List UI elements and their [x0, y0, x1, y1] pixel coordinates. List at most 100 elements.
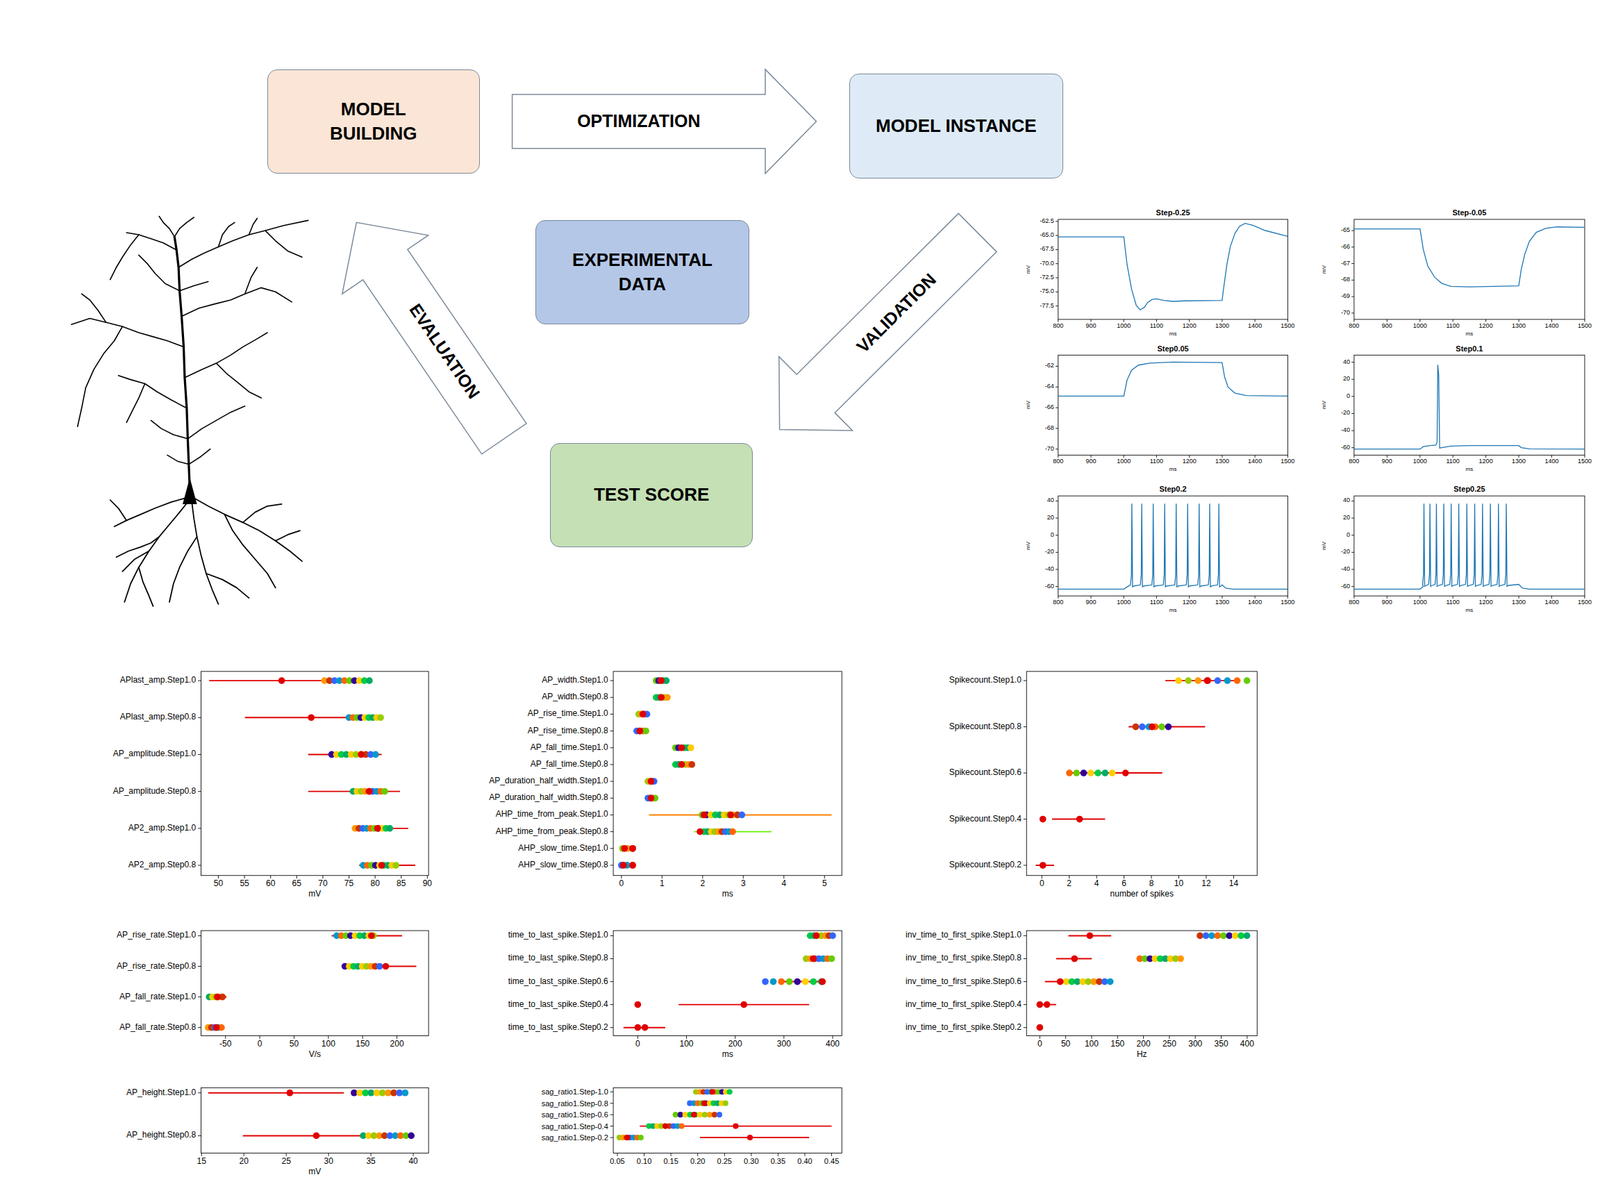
tick-mark [1419, 595, 1421, 599]
tick-mark [370, 1152, 372, 1156]
experiment-dot [818, 978, 826, 986]
experiment-dot [647, 777, 655, 785]
tick-mark [293, 1035, 295, 1039]
axis-label: mV [1321, 265, 1328, 274]
tick-mark [197, 965, 201, 967]
tick-mark [375, 875, 376, 879]
tick-mark [1178, 875, 1180, 879]
model-dot [663, 693, 671, 701]
tick-mark [1351, 413, 1355, 414]
dendrite [126, 383, 145, 423]
tick-mark [783, 1035, 785, 1039]
model-dot [1208, 932, 1216, 940]
tick-mark [1254, 319, 1256, 323]
tick-label: 900 [1085, 599, 1096, 607]
tick-label: -20 [1045, 548, 1055, 556]
voltage-trace [1354, 364, 1585, 449]
tick-label: 1500 [1577, 599, 1592, 607]
tick-label: 0.35 [770, 1156, 786, 1166]
tick-mark [1055, 220, 1059, 222]
tick-mark [197, 754, 201, 755]
feature-name: sag_ratio1.Step-1.0 [541, 1087, 609, 1096]
tick-mark [777, 1152, 779, 1156]
tick-mark [1584, 319, 1585, 323]
dendrite [174, 217, 194, 237]
tick-mark [259, 1035, 261, 1039]
plot-title: Step-0.25 [1156, 208, 1191, 217]
dendrite [159, 216, 175, 237]
tick-mark [610, 1137, 614, 1139]
tick-mark [197, 717, 201, 719]
tick-label: -20 [1340, 548, 1350, 556]
box-label: MODEL BUILDING [304, 97, 444, 146]
tick-mark [1188, 319, 1190, 323]
model-dot [642, 727, 650, 735]
tick-label: 12 [1201, 879, 1211, 889]
tick-mark [670, 1152, 672, 1156]
tick-mark [1351, 230, 1355, 232]
axes-frame [1354, 495, 1585, 596]
dendrite [265, 230, 303, 257]
axis-label: mV [308, 889, 321, 899]
feature-name: sag_ratio1.Step-0.4 [541, 1122, 609, 1131]
model-dot [1065, 769, 1073, 777]
tick-mark [1386, 454, 1388, 458]
experiment-dot [307, 713, 315, 721]
tick-label: 1000 [1116, 599, 1131, 607]
tick-label: 0.20 [690, 1156, 705, 1166]
tick-mark [1353, 595, 1355, 599]
tick-mark [328, 1152, 330, 1156]
axes-frame [200, 930, 429, 1036]
tick-mark [1041, 875, 1043, 879]
tick-label: 1300 [1511, 458, 1526, 466]
dendrite [118, 375, 187, 409]
tick-mark [1452, 454, 1454, 458]
tick-label: 90 [422, 879, 432, 889]
model-dot [1213, 932, 1221, 940]
tick-label: -60 [1045, 583, 1055, 591]
tick-mark [1386, 595, 1388, 599]
tick-mark [1351, 568, 1355, 570]
model-dot [1194, 677, 1202, 685]
tick-label: 900 [1381, 458, 1393, 466]
tick-mark [1090, 595, 1091, 599]
tick-mark [1117, 1035, 1119, 1039]
dendrite [114, 497, 187, 527]
experiment-dot [1070, 955, 1078, 963]
tick-label: -70 [1045, 445, 1055, 453]
model-dot [829, 932, 837, 940]
dendrite [138, 567, 154, 607]
tick-label: 50 [1061, 1039, 1071, 1049]
feature-name: Spikecount.Step1.0 [949, 675, 1022, 685]
tick-mark [197, 865, 201, 866]
dendrite [179, 281, 209, 291]
tick-label: -66 [1340, 243, 1350, 251]
feature-name: time_to_last_spike.Step0.4 [508, 1000, 609, 1010]
tick-label: 10 [1174, 879, 1184, 889]
model-dot [1094, 769, 1102, 777]
tick-label: 0 [1346, 531, 1350, 539]
tick-label: 65 [292, 879, 302, 889]
tick-label: 0.10 [636, 1156, 652, 1166]
model-dot [672, 1111, 679, 1118]
tick-mark [1419, 319, 1421, 323]
tick-label: 2 [1066, 879, 1072, 889]
dendrite [122, 550, 149, 571]
tick-label: 40 [1343, 497, 1350, 505]
dendrite [116, 536, 160, 557]
tick-label: 0.05 [609, 1156, 625, 1166]
tick-mark [201, 1152, 203, 1156]
tick-label: 100 [1084, 1039, 1099, 1049]
experiment-dot [1076, 815, 1084, 823]
axis-label: mV [1025, 400, 1032, 410]
tick-mark [1143, 1035, 1144, 1039]
tick-label: 400 [825, 1039, 840, 1049]
tick-mark [686, 1035, 687, 1039]
tick-mark [1452, 319, 1454, 323]
model-dot [662, 1123, 669, 1130]
tick-mark [783, 875, 785, 879]
tick-mark [1195, 1035, 1196, 1039]
tick-label: 0 [1050, 531, 1055, 539]
model-dot [702, 1111, 708, 1118]
tick-label: -68 [1340, 276, 1350, 284]
